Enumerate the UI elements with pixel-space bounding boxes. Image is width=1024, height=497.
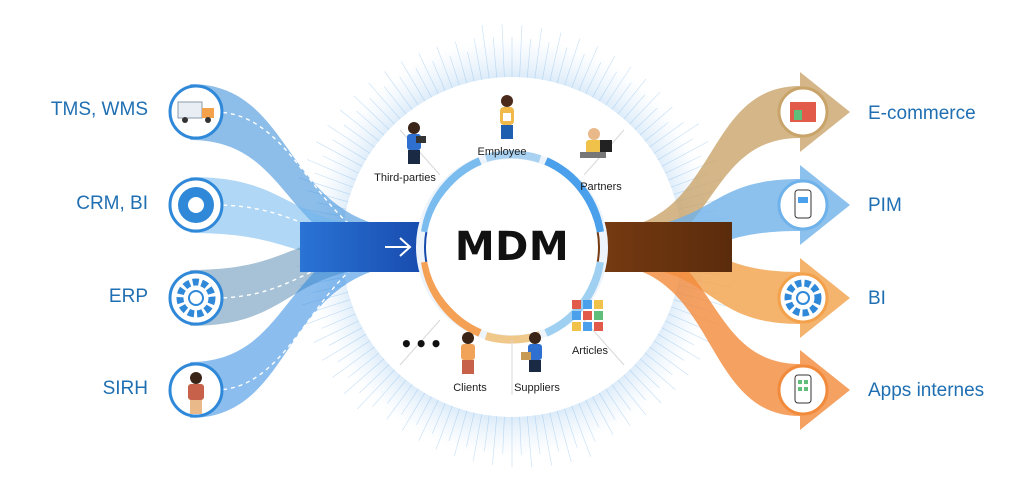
source-label-erp: ERP — [108, 286, 148, 307]
ring-arc-bottom-right — [544, 261, 604, 337]
gear-icon — [168, 270, 224, 326]
segment-suppliers: Suppliers — [514, 382, 560, 394]
crm-network-icon — [168, 177, 224, 233]
more-segments-ellipsis: ••• — [400, 332, 445, 356]
articles-grid-icon — [572, 300, 603, 331]
segment-third-parties: Third-parties — [374, 172, 436, 184]
ring-arc-bottom-left — [421, 261, 482, 337]
source-stream-3 — [190, 230, 420, 418]
third-parties-figure-icon — [407, 122, 426, 164]
input-arrow — [385, 237, 412, 257]
segment-ring — [416, 150, 608, 344]
employee-figure-icon — [500, 95, 514, 139]
target-label-apps-internes: Apps internes — [868, 380, 985, 401]
source-label-tms-wms: TMS, WMS — [50, 99, 148, 120]
mobile-app-icon — [777, 364, 829, 416]
truck-icon — [168, 84, 224, 140]
phone-icon — [777, 179, 829, 231]
segment-articles: Articles — [571, 345, 609, 357]
target-label-e-commerce: E-commerce — [868, 103, 976, 124]
shop-icon — [777, 86, 829, 138]
ring-arc-top-right — [544, 157, 604, 233]
gear-icon — [777, 272, 829, 324]
source-label-sirh: SIRH — [102, 378, 148, 399]
ring-arc-top-left — [421, 157, 482, 233]
partners-figure-icon — [580, 128, 612, 158]
source-icons — [168, 84, 224, 418]
target-label-pim: PIM — [868, 195, 902, 216]
hub-title: MDM — [454, 224, 570, 270]
clients-figure-icon — [461, 332, 475, 374]
source-label-crm-bi: CRM, BI — [76, 193, 148, 214]
segment-employee: Employee — [477, 146, 527, 158]
ring-arc-top-mid — [484, 150, 542, 163]
person-icon — [168, 362, 224, 418]
segment-partners: Partners — [580, 181, 622, 193]
segment-clients: Clients — [453, 382, 487, 394]
source-streams — [190, 84, 420, 418]
hub-circle — [426, 161, 598, 333]
target-icons — [777, 86, 829, 416]
target-label-bi: BI — [868, 288, 886, 309]
suppliers-figure-icon — [521, 332, 542, 372]
